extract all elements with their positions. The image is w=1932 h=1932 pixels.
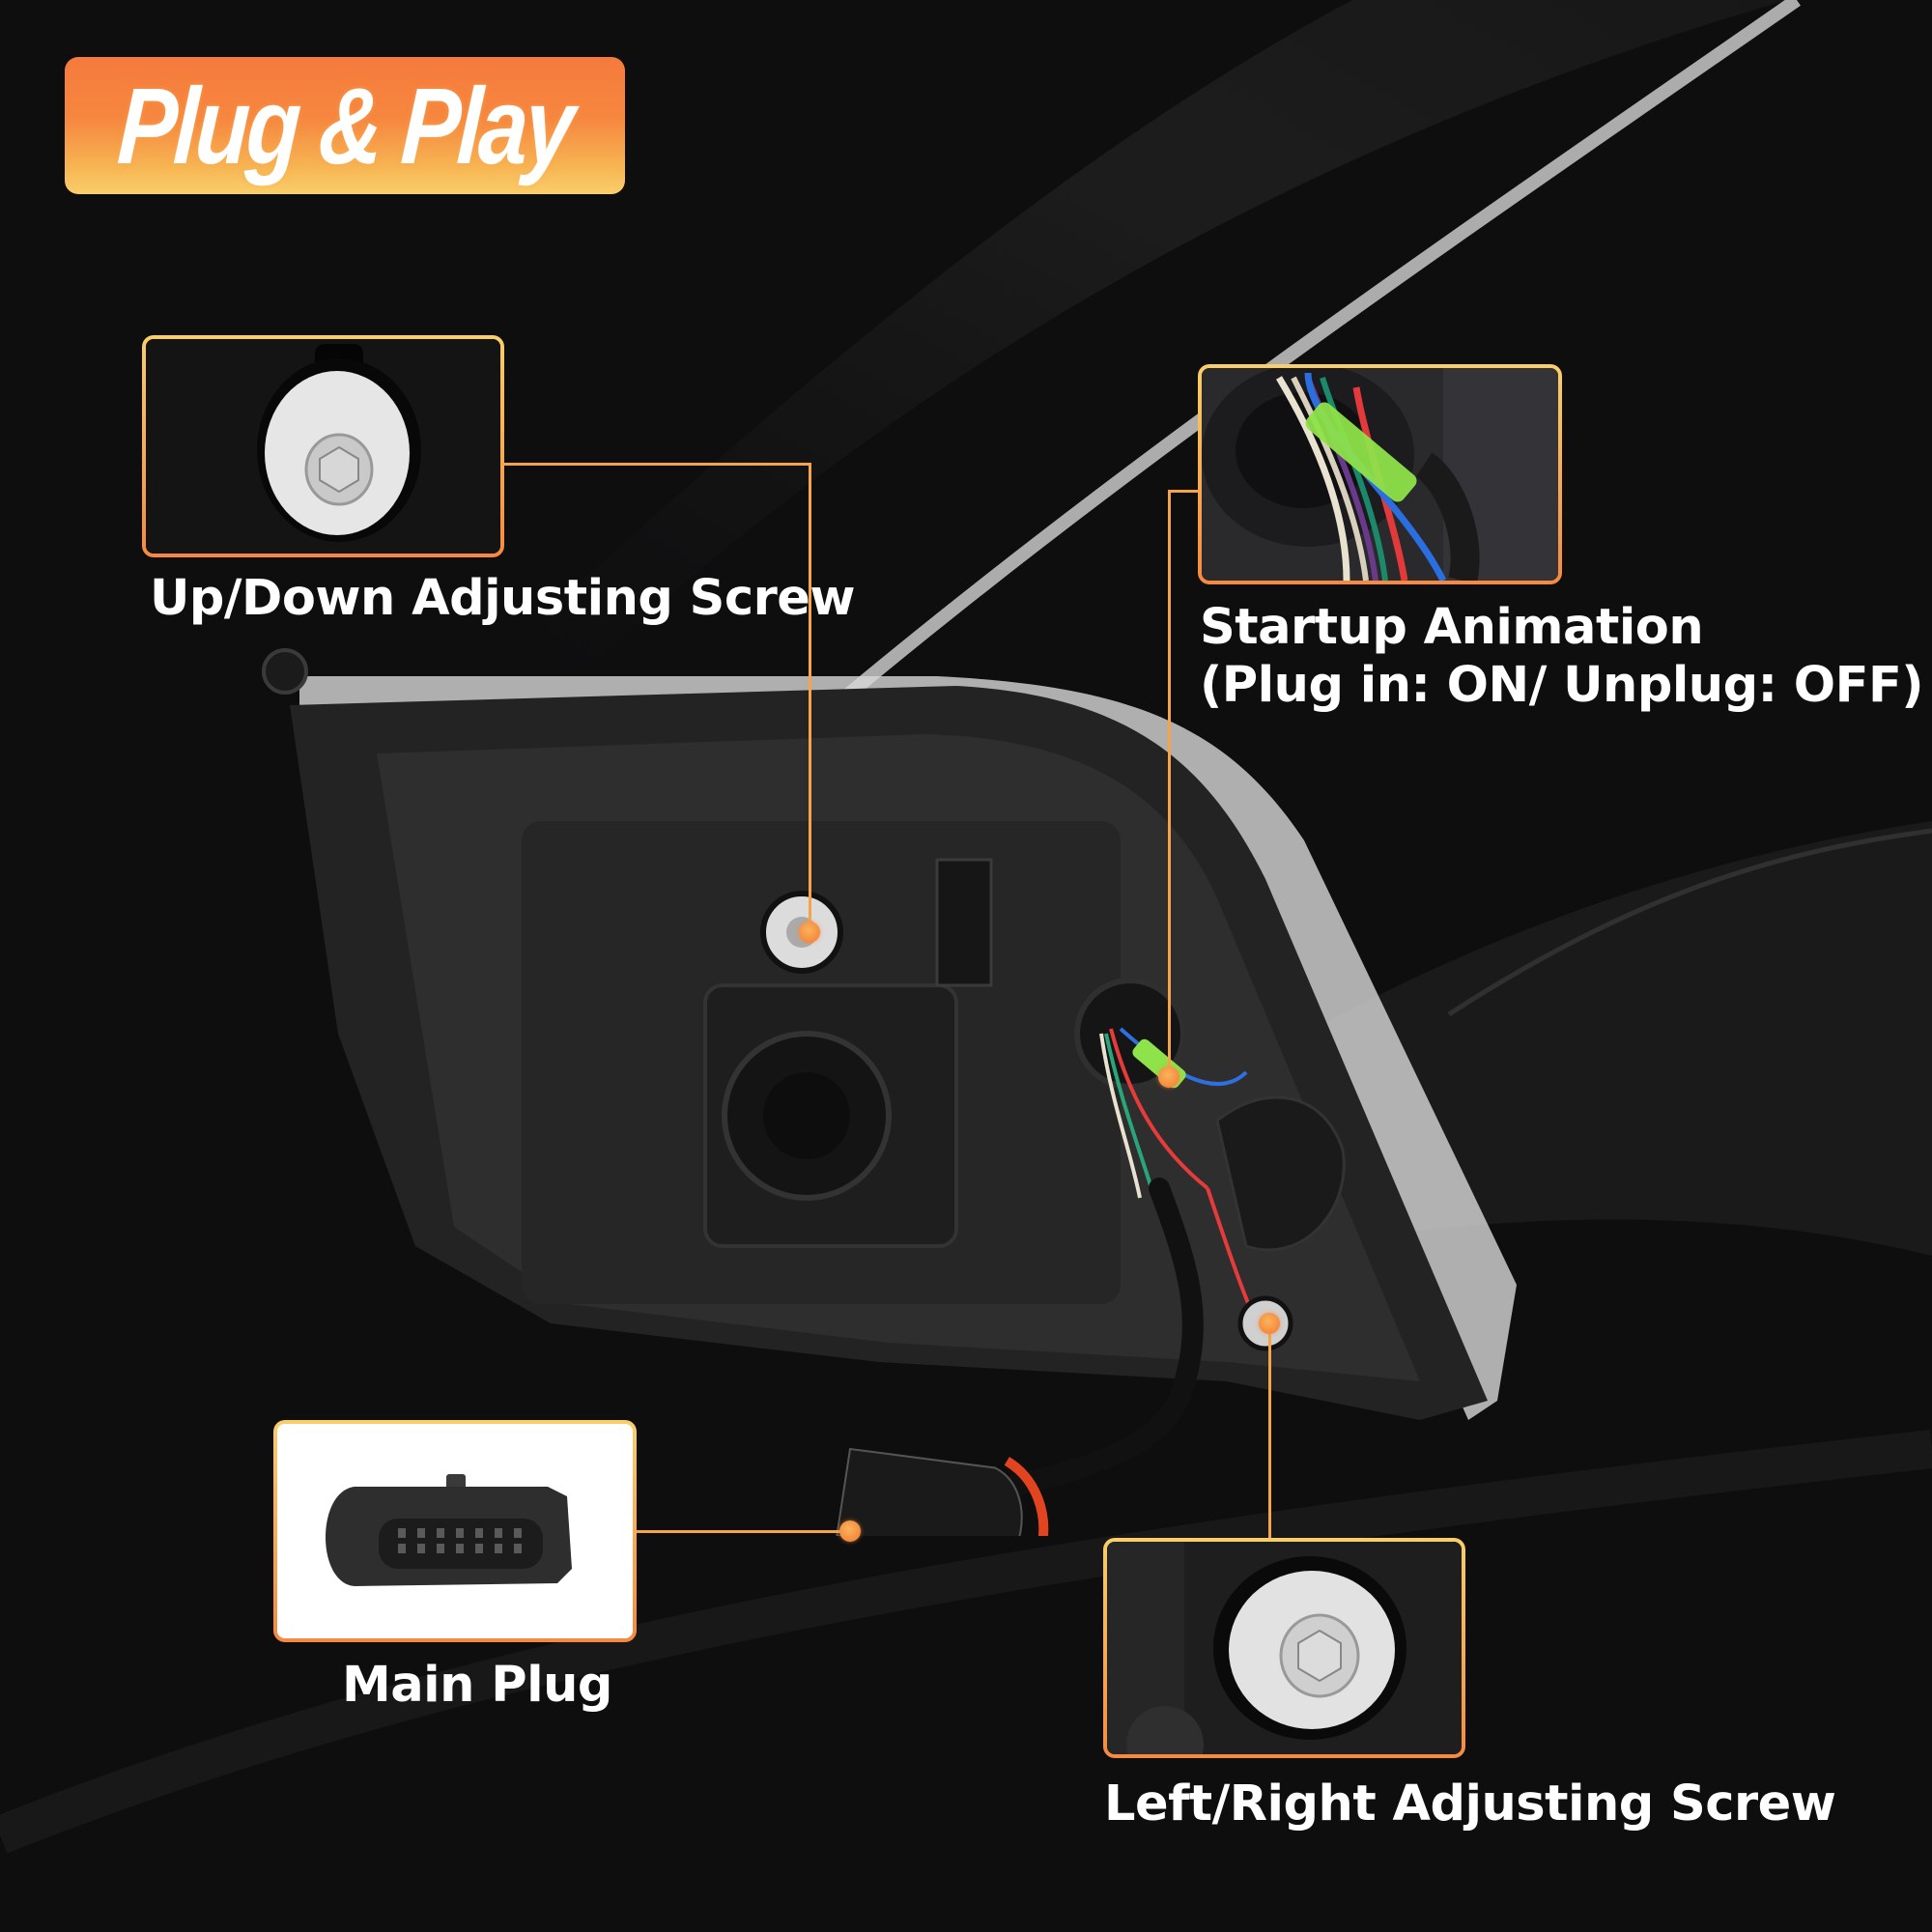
up-down-screw-label: Up/Down Adjusting Screw xyxy=(150,570,855,627)
startup-callout-line-v xyxy=(1168,490,1171,1077)
up-down-callout-line-v xyxy=(809,463,811,932)
startup-callout-line-h xyxy=(1168,490,1200,493)
badge-text: Plug & Play xyxy=(114,65,576,186)
startup-animation-label-line2: (Plug in: ON/ Unplug: OFF) xyxy=(1200,657,1924,714)
wire-harness-icon xyxy=(1202,368,1558,581)
main-plug-connector-icon xyxy=(277,1424,633,1638)
up-down-callout-dot xyxy=(799,922,820,943)
left-right-screw-inset xyxy=(1103,1538,1465,1758)
startup-animation-label-line1: Startup Animation xyxy=(1200,599,1704,656)
left-right-callout-line xyxy=(1268,1323,1271,1538)
main-plug-label: Main Plug xyxy=(342,1657,612,1714)
main-plug-inset xyxy=(273,1420,637,1642)
left-right-screw-label: Left/Right Adjusting Screw xyxy=(1104,1776,1836,1833)
adjusting-screw-icon xyxy=(1107,1542,1462,1754)
up-down-callout-line-h xyxy=(504,463,811,466)
main-plug-callout-dot xyxy=(839,1520,861,1542)
main-plug-callout-line xyxy=(637,1530,850,1533)
adjusting-screw-icon xyxy=(146,339,500,554)
headlight-rear-view-icon xyxy=(262,648,1517,1536)
left-right-callout-dot xyxy=(1259,1313,1280,1334)
plug-and-play-badge: Plug & Play xyxy=(65,57,625,194)
up-down-screw-inset xyxy=(142,335,504,557)
startup-callout-dot xyxy=(1158,1066,1179,1088)
startup-animation-inset xyxy=(1198,364,1562,584)
